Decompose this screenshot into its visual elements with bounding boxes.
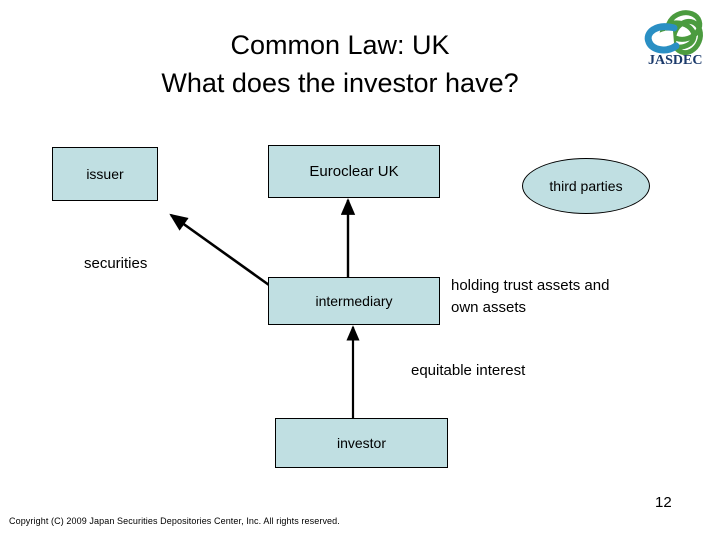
node-investor[interactable]: investor bbox=[275, 418, 448, 468]
copyright-notice: Copyright (C) 2009 Japan Securities Depo… bbox=[9, 516, 340, 526]
jasdec-logo-mark: JASDEC bbox=[644, 10, 703, 68]
label-securities: securities bbox=[84, 255, 148, 272]
arrow-intermediary-to-issuer bbox=[169, 213, 270, 287]
slide-title: Common Law: UK What does the investor ha… bbox=[161, 30, 519, 98]
jasdec-logo: JASDEC bbox=[640, 8, 714, 70]
node-issuer-label: issuer bbox=[86, 166, 124, 182]
page-number: 12 bbox=[655, 494, 672, 511]
node-third-parties-label: third parties bbox=[549, 178, 623, 194]
node-issuer[interactable]: issuer bbox=[52, 147, 158, 201]
jasdec-wordmark: JASDEC bbox=[648, 53, 702, 68]
label-holding-trust-assets: holding trust assets and own assets bbox=[451, 277, 610, 316]
node-euroclear-uk-label: Euroclear UK bbox=[309, 163, 399, 180]
node-intermediary-label: intermediary bbox=[315, 293, 393, 309]
node-intermediary[interactable]: intermediary bbox=[268, 277, 440, 325]
node-third-parties[interactable]: third parties bbox=[522, 158, 650, 214]
node-euroclear-uk[interactable]: Euroclear UK bbox=[268, 145, 440, 198]
label-equitable-interest: equitable interest bbox=[411, 362, 526, 379]
node-investor-label: investor bbox=[336, 435, 387, 451]
